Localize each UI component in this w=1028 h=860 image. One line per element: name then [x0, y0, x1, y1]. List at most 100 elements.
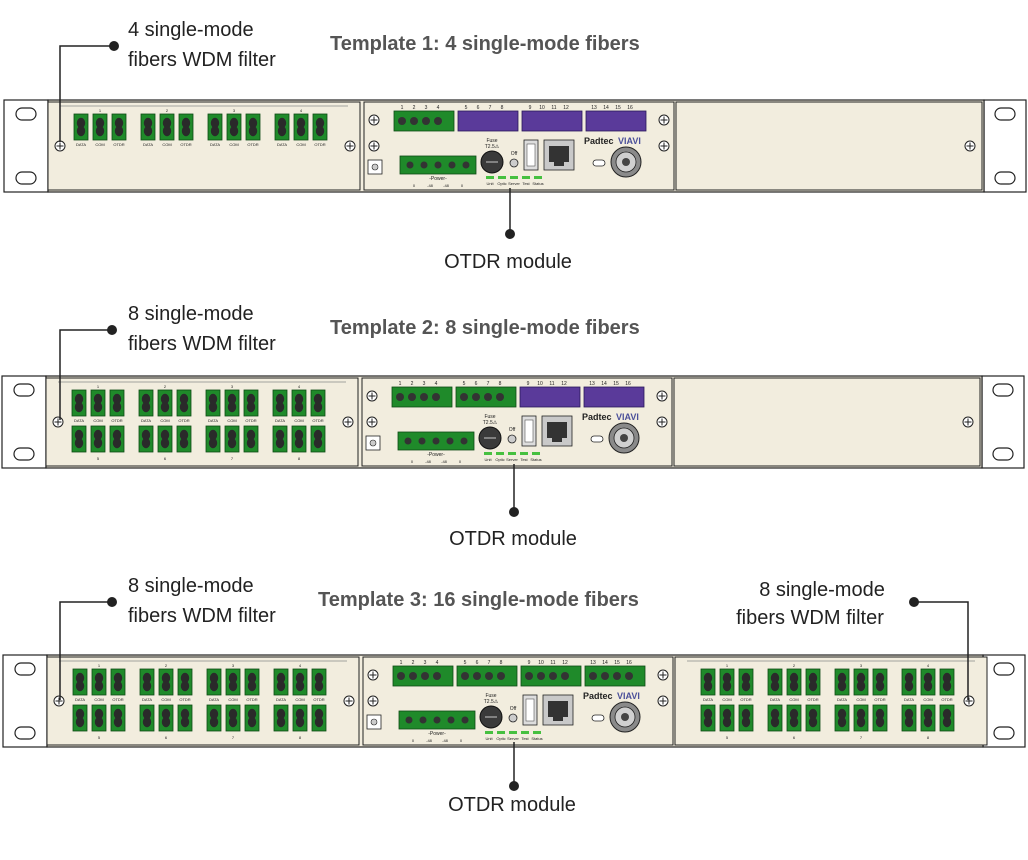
port-ferrule: [180, 716, 190, 728]
channel-number: 6: [476, 660, 479, 666]
usb-c-port-icon: [590, 435, 604, 443]
status-led: [486, 176, 494, 179]
port-label: DATA: [75, 697, 85, 702]
callout-leaders: [59, 45, 969, 786]
port-label: COM: [295, 697, 304, 702]
port-ferrule: [227, 401, 237, 413]
port-label: COM: [95, 142, 104, 147]
group-number: 1: [98, 663, 101, 668]
terminal-screw: [461, 716, 469, 724]
channel-number: 1: [401, 105, 404, 111]
port-label: COM: [227, 418, 236, 423]
terminal-screw: [460, 437, 468, 445]
port-ferrule: [275, 437, 285, 449]
group-number: 8: [298, 456, 301, 461]
port-ferrule: [179, 393, 189, 405]
port-ferrule: [942, 716, 952, 728]
port-ferrule: [112, 393, 122, 405]
left-callout-line2: fibers WDM filter: [128, 605, 276, 627]
power-pin-label: -48: [425, 459, 432, 464]
port-ferrule: [247, 680, 257, 692]
port-label: COM: [923, 697, 932, 702]
rack-slot: [992, 447, 1014, 461]
port-ferrule: [314, 680, 324, 692]
port-ferrule: [703, 708, 713, 720]
port-label: OTDR: [179, 697, 190, 702]
usb-slot: [525, 698, 535, 722]
port-ferrule: [246, 429, 256, 441]
led-label: Test: [520, 457, 528, 462]
leader-dot: [107, 325, 117, 335]
leader-line: [59, 329, 112, 420]
port-ferrule: [112, 401, 122, 413]
port-ferrule: [94, 672, 104, 684]
port-ferrule: [161, 672, 171, 684]
port-ferrule: [277, 117, 287, 129]
led-label: Status: [531, 736, 542, 741]
port-ferrule: [161, 680, 171, 692]
leader-line: [914, 601, 969, 700]
group-number: 3: [231, 384, 234, 389]
usb-c-port-icon: [592, 159, 606, 167]
port-label: OTDR: [113, 142, 124, 147]
port-ferrule: [160, 437, 170, 449]
channel-number: 3: [423, 381, 426, 387]
brand-viavi: VIAVI: [618, 136, 641, 146]
port-ferrule: [208, 401, 218, 413]
port-ferrule: [808, 716, 818, 728]
terminal-screw: [419, 716, 427, 724]
channel-number: 6: [477, 105, 480, 111]
port-label: COM: [93, 418, 102, 423]
terminal-screw: [405, 716, 413, 724]
rj45-latch: [552, 438, 562, 442]
channel-number: 13: [589, 381, 595, 387]
port-label: DATA: [76, 142, 86, 147]
port-ferrule: [95, 125, 105, 137]
port-ferrule: [142, 708, 152, 720]
port-ferrule: [142, 716, 152, 728]
channel-number: 4: [437, 105, 440, 111]
channel-number: 4: [436, 660, 439, 666]
port-ferrule: [180, 708, 190, 720]
terminal-screw: [448, 161, 456, 169]
port-label: COM: [94, 697, 103, 702]
port-ferrule: [837, 680, 847, 692]
group-number: 5: [726, 735, 729, 740]
port-ferrule: [180, 672, 190, 684]
channel-number: 16: [626, 660, 632, 666]
terminal-screw: [418, 437, 426, 445]
port-label: COM: [296, 142, 305, 147]
port-ferrule: [112, 437, 122, 449]
port-ferrule: [275, 393, 285, 405]
channel-number: 10: [538, 660, 544, 666]
port-label: DATA: [141, 418, 151, 423]
power-pin-label: -48: [427, 183, 434, 188]
power-switch-icon: [507, 434, 517, 444]
port-ferrule: [247, 716, 257, 728]
port-ferrule: [275, 429, 285, 441]
port-label: COM: [160, 418, 169, 423]
channel-number: 14: [601, 381, 607, 387]
channel-number: 14: [603, 105, 609, 111]
channel-number: 13: [591, 105, 597, 111]
port-ferrule: [313, 401, 323, 413]
terminal-screw: [434, 117, 442, 125]
group-number: 7: [860, 735, 863, 740]
port-ferrule: [856, 716, 866, 728]
port-ferrule: [789, 680, 799, 692]
port-ferrule: [95, 117, 105, 129]
leader-dot: [505, 229, 515, 239]
rack-slot: [992, 383, 1014, 397]
port-ferrule: [703, 680, 713, 692]
led-label: Server: [506, 457, 518, 462]
terminal-screw: [473, 672, 481, 680]
port-label: OTDR: [245, 418, 256, 423]
port-label: COM: [162, 142, 171, 147]
port-ferrule: [904, 672, 914, 684]
rack-slot: [15, 107, 37, 121]
port-ferrule: [923, 716, 933, 728]
led-label: Unit: [486, 181, 494, 186]
port-ferrule: [75, 708, 85, 720]
